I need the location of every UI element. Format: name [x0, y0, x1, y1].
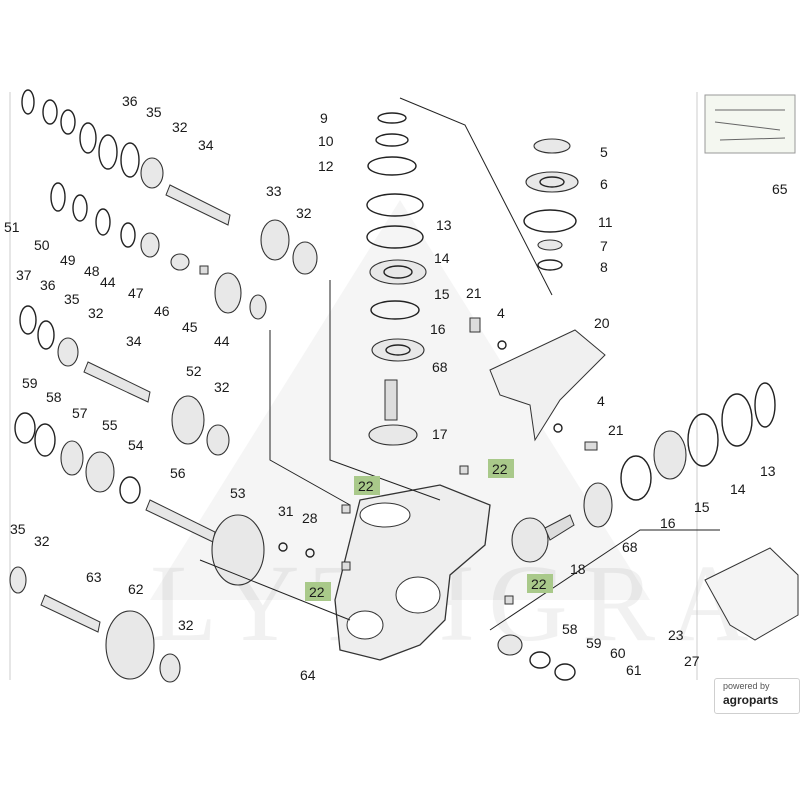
- highlight-box: [488, 459, 514, 478]
- label-32-fourth[interactable]: 32: [214, 379, 230, 395]
- label-68-second[interactable]: 68: [622, 539, 638, 555]
- label-61[interactable]: 61: [626, 662, 642, 678]
- screw-parts: [278, 465, 514, 605]
- label-14-second[interactable]: 14: [730, 481, 746, 497]
- label-13[interactable]: 13: [436, 217, 452, 233]
- label-32-fifth[interactable]: 32: [34, 533, 50, 549]
- badge-powered-by: powered by: [723, 681, 770, 691]
- label-52[interactable]: 52: [186, 363, 202, 379]
- label-8[interactable]: 8: [600, 259, 608, 275]
- overview-thumbnail[interactable]: [704, 94, 796, 154]
- label-33[interactable]: 33: [266, 183, 282, 199]
- right-shaft-assembly: [489, 382, 799, 681]
- label-22-highlighted[interactable]: 22: [309, 584, 325, 600]
- highlighted-labels: 22 22 22 22: [305, 459, 553, 601]
- label-48[interactable]: 48: [84, 263, 100, 279]
- label-56[interactable]: 56: [170, 465, 186, 481]
- label-9[interactable]: 9: [320, 110, 328, 126]
- label-58[interactable]: 58: [46, 389, 62, 405]
- label-50[interactable]: 50: [34, 237, 50, 253]
- gearbox-housing: [199, 280, 491, 661]
- label-17[interactable]: 17: [432, 426, 448, 442]
- highlight-box: [354, 476, 380, 495]
- label-59-second[interactable]: 59: [586, 635, 602, 651]
- label-7[interactable]: 7: [600, 238, 608, 254]
- label-16[interactable]: 16: [430, 321, 446, 337]
- label-36-second[interactable]: 36: [40, 277, 56, 293]
- badge-brand: agroparts: [723, 693, 779, 707]
- left-shaft-assemblies: [9, 89, 318, 683]
- center-column-parts: [366, 97, 553, 446]
- label-44[interactable]: 44: [100, 274, 116, 290]
- label-21[interactable]: 21: [466, 285, 482, 301]
- label-13-second[interactable]: 13: [760, 463, 776, 479]
- label-54[interactable]: 54: [128, 437, 144, 453]
- label-65[interactable]: 65: [772, 181, 788, 197]
- label-14[interactable]: 14: [434, 250, 450, 266]
- right-column-parts: [469, 138, 606, 451]
- label-15[interactable]: 15: [434, 286, 450, 302]
- label-32-third[interactable]: 32: [88, 305, 104, 321]
- label-34-second[interactable]: 34: [126, 333, 142, 349]
- label-32-second[interactable]: 32: [296, 205, 312, 221]
- label-45[interactable]: 45: [182, 319, 198, 335]
- label-6[interactable]: 6: [600, 176, 608, 192]
- label-28[interactable]: 28: [302, 510, 318, 526]
- label-21-second[interactable]: 21: [608, 422, 624, 438]
- label-62[interactable]: 62: [128, 581, 144, 597]
- label-46[interactable]: 46: [154, 303, 170, 319]
- label-4-second[interactable]: 4: [597, 393, 605, 409]
- label-35-third[interactable]: 35: [10, 521, 26, 537]
- label-34[interactable]: 34: [198, 137, 214, 153]
- label-35-second[interactable]: 35: [64, 291, 80, 307]
- label-57[interactable]: 57: [72, 405, 88, 421]
- label-60[interactable]: 60: [610, 645, 626, 661]
- label-32-sixth[interactable]: 32: [178, 617, 194, 633]
- label-53[interactable]: 53: [230, 485, 246, 501]
- label-58-second[interactable]: 58: [562, 621, 578, 637]
- agroparts-badge[interactable]: powered by agroparts: [714, 678, 800, 714]
- label-63[interactable]: 63: [86, 569, 102, 585]
- label-51[interactable]: 51: [4, 219, 20, 235]
- label-64[interactable]: 64: [300, 667, 316, 683]
- label-16-second[interactable]: 16: [660, 515, 676, 531]
- label-22-highlighted[interactable]: 22: [492, 461, 508, 477]
- label-27[interactable]: 27: [684, 653, 700, 669]
- label-55[interactable]: 55: [102, 417, 118, 433]
- highlight-box: [305, 582, 331, 601]
- label-11[interactable]: 11: [598, 214, 613, 230]
- label-47[interactable]: 47: [128, 285, 144, 301]
- label-31[interactable]: 31: [278, 503, 294, 519]
- label-15-second[interactable]: 15: [694, 499, 710, 515]
- label-68[interactable]: 68: [432, 359, 448, 375]
- label-37[interactable]: 37: [16, 267, 32, 283]
- label-44-second[interactable]: 44: [214, 333, 230, 349]
- label-22-highlighted[interactable]: 22: [531, 576, 547, 592]
- label-4[interactable]: 4: [497, 305, 505, 321]
- label-23[interactable]: 23: [668, 627, 684, 643]
- part-number-labels: 9 10 12 13 14 15 16 68 17 5 6 11 7 8 20 …: [4, 93, 788, 683]
- label-20[interactable]: 20: [594, 315, 610, 331]
- label-5[interactable]: 5: [600, 144, 608, 160]
- label-22-highlighted[interactable]: 22: [358, 478, 374, 494]
- label-32[interactable]: 32: [172, 119, 188, 135]
- label-35[interactable]: 35: [146, 104, 162, 120]
- label-18[interactable]: 18: [570, 561, 586, 577]
- label-12[interactable]: 12: [318, 158, 334, 174]
- label-59[interactable]: 59: [22, 375, 38, 391]
- label-36[interactable]: 36: [122, 93, 138, 109]
- highlight-box: [527, 574, 553, 593]
- label-49[interactable]: 49: [60, 252, 76, 268]
- label-10[interactable]: 10: [318, 133, 334, 149]
